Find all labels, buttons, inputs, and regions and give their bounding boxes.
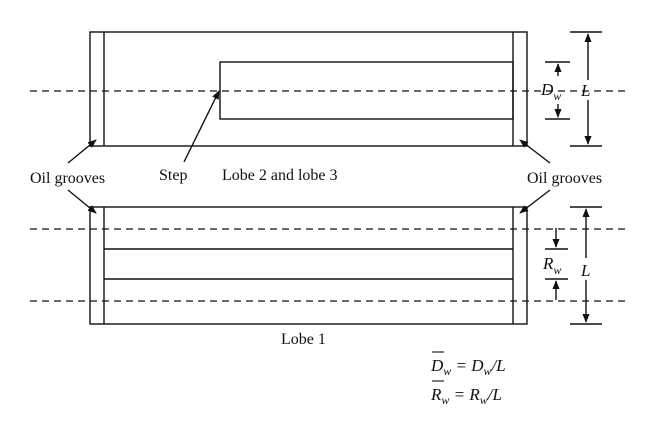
right-groove-arrow-bottom	[519, 189, 551, 214]
left-groove-arrow-top	[67, 139, 97, 164]
top-l-dimension: L	[570, 31, 602, 147]
svg-text:Dw = Dw/L: Dw = Dw/L	[430, 356, 506, 378]
bottom-l-dimension: L	[570, 206, 602, 325]
equation-rw: Rw = Rw/L	[430, 380, 502, 407]
rw-dimension: Rw	[542, 228, 568, 300]
oil-grooves-left-label: Oil grooves	[30, 170, 105, 187]
top-l-label: L	[580, 81, 590, 100]
rw-label: Rw	[542, 254, 561, 277]
top-lobe-outline	[89, 31, 528, 147]
right-groove-arrow-top	[519, 139, 551, 164]
equation-dw: Dw = Dw/L	[430, 351, 506, 378]
dw-dimension: Dw	[540, 61, 570, 120]
top-lobe	[30, 31, 630, 147]
leader-arrows	[67, 90, 551, 214]
lobe-2-3-label: Lobe 2 and lobe 3	[222, 167, 338, 184]
step-arrow	[183, 90, 220, 163]
bottom-lobe-outline	[89, 206, 528, 325]
oil-grooves-right-label: Oil grooves	[527, 170, 602, 187]
dw-label: Dw	[540, 80, 561, 103]
left-groove-arrow-bottom	[67, 189, 97, 214]
bottom-lobe	[30, 206, 630, 325]
step-label: Step	[159, 167, 187, 184]
lobe-1-label: Lobe 1	[281, 331, 326, 348]
svg-text:Rw = Rw/L: Rw = Rw/L	[430, 385, 502, 407]
bottom-l-label: L	[580, 261, 590, 280]
